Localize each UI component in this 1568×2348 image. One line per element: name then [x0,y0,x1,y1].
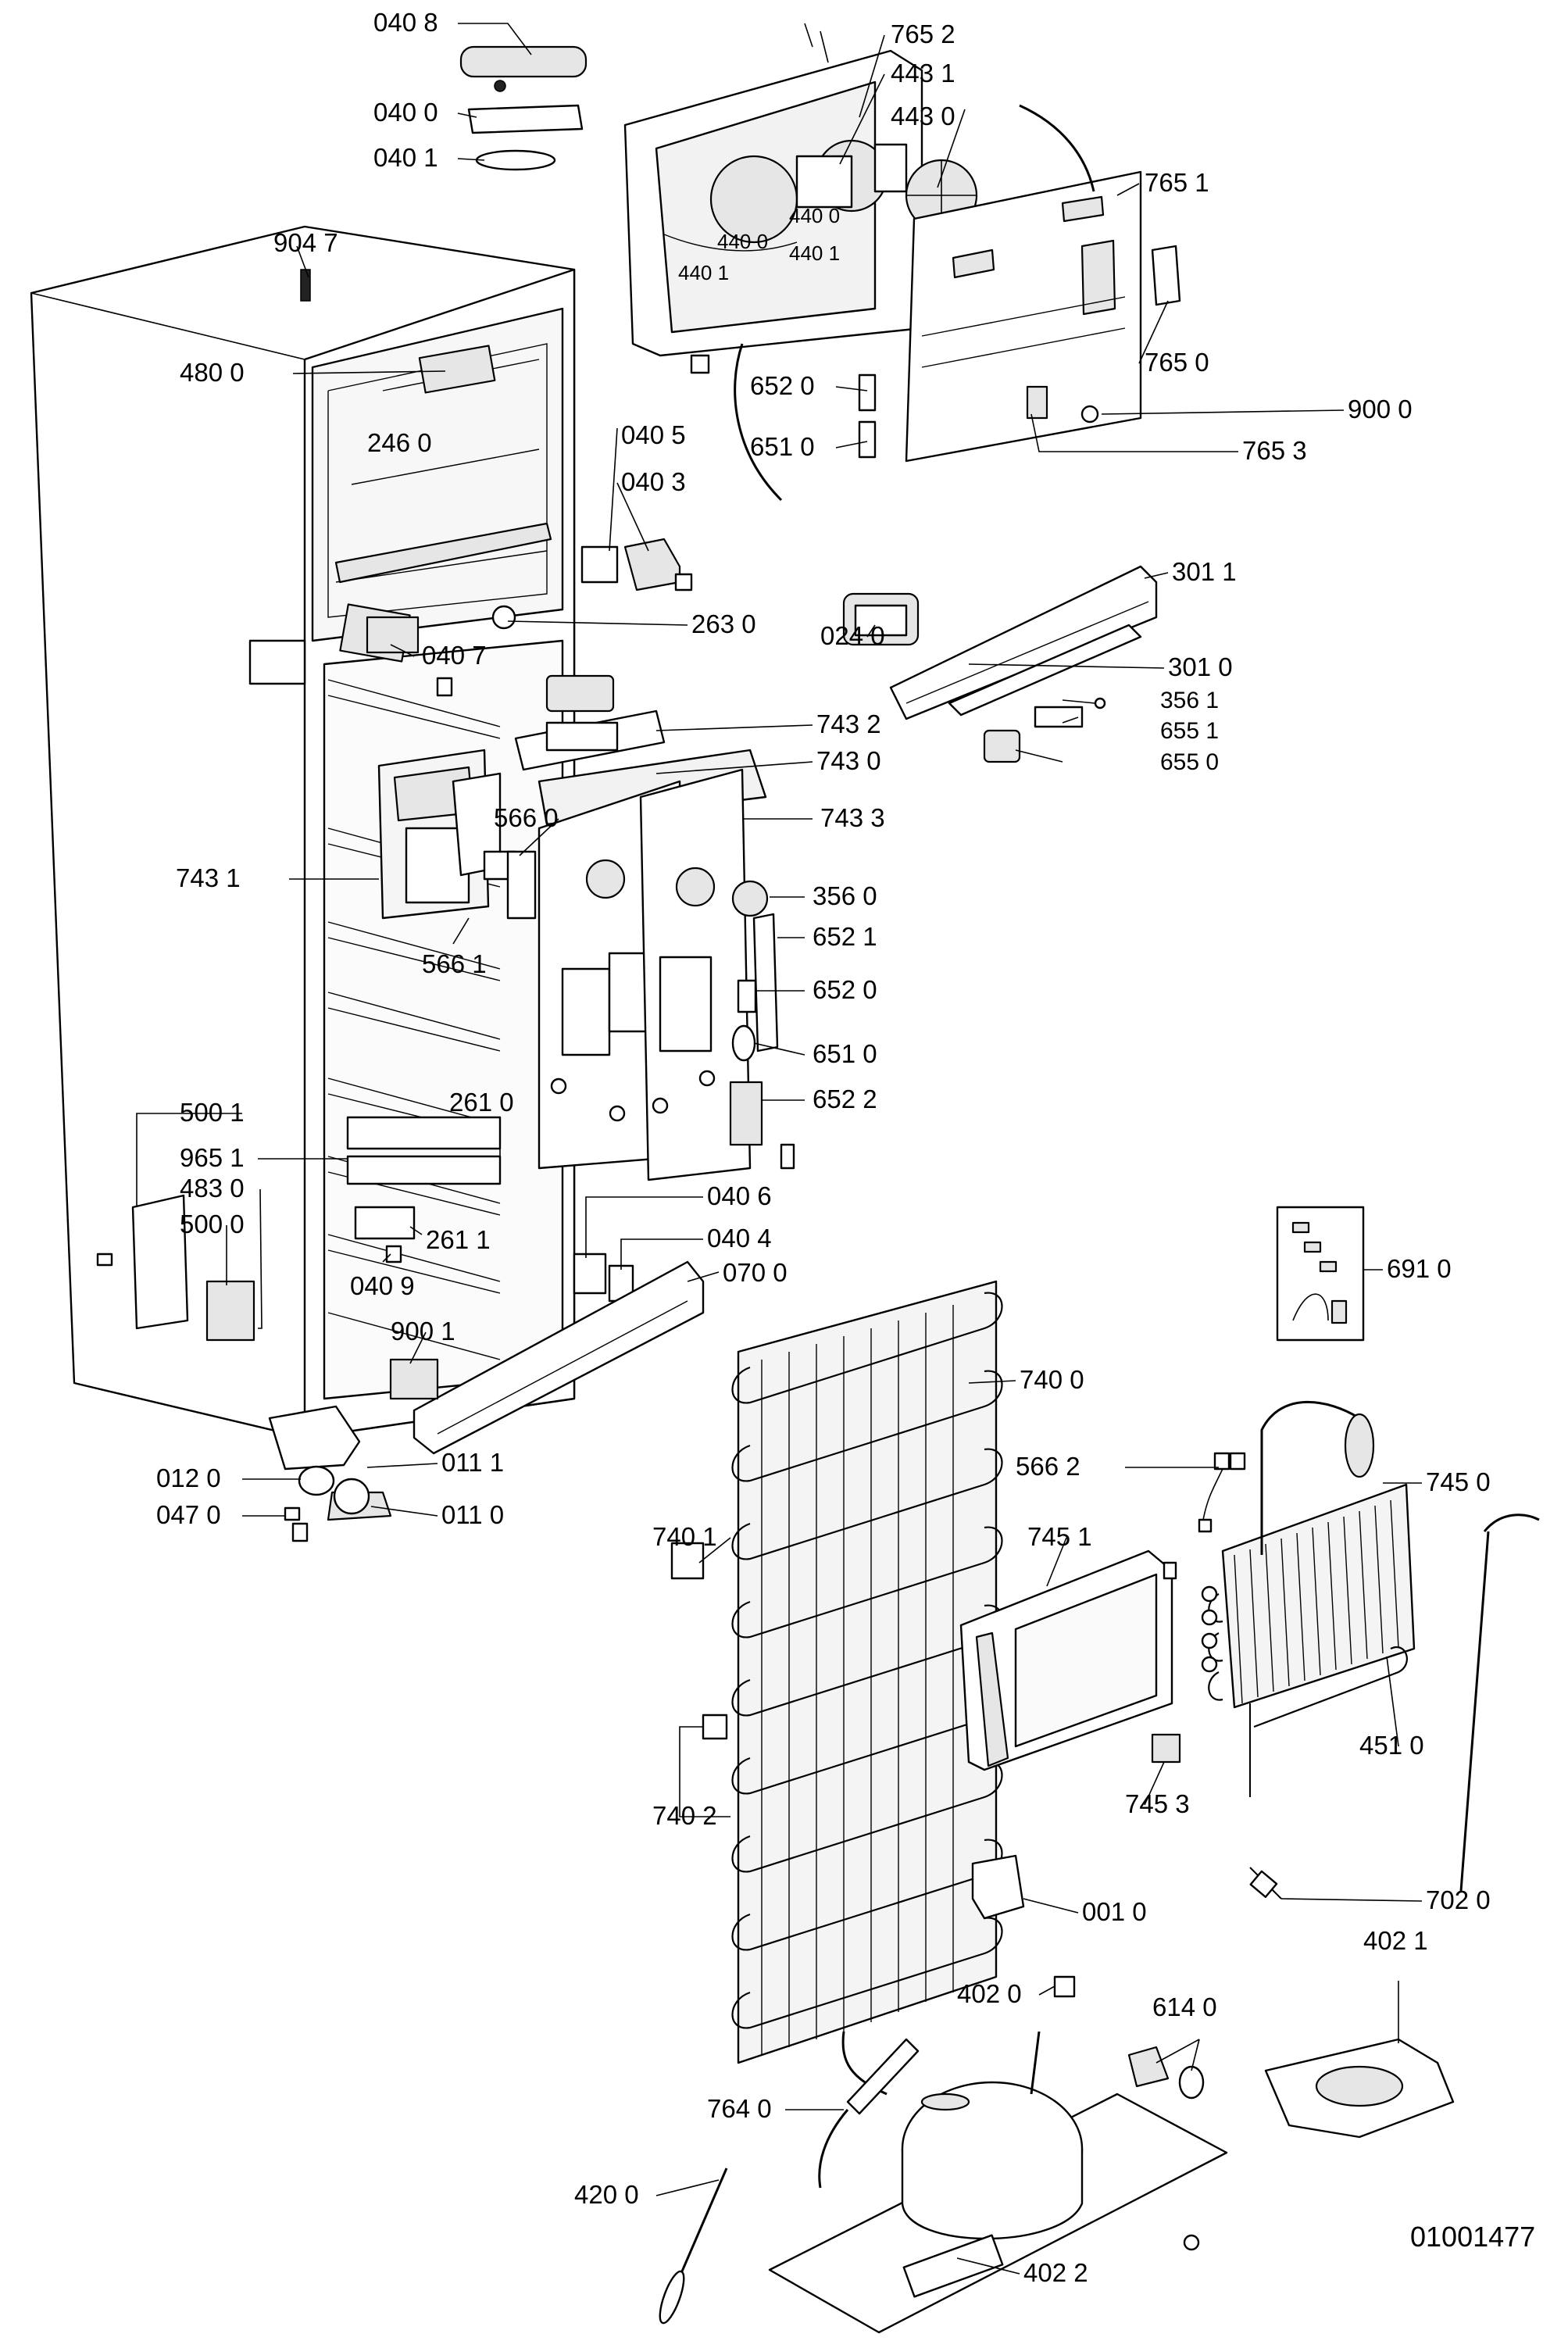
part-label: 440 1 [789,241,840,265]
part-label: 566 2 [1016,1452,1080,1481]
condenser-coil [670,1280,1003,2064]
part-label: 743 3 [820,803,885,832]
fan-cover-assembly [623,23,1181,502]
part-label: 402 1 [1363,1926,1428,1955]
small-parts-kit [1276,1206,1365,1342]
part-label: 261 0 [449,1088,514,1117]
part-label: 655 1 [1160,718,1219,744]
part-label: 652 2 [813,1085,877,1113]
part-label: 965 1 [180,1143,245,1172]
part-label: 040 1 [373,143,438,172]
part-label: 652 0 [750,371,815,400]
part-label: 745 1 [1027,1522,1092,1551]
control-panel-assembly [377,674,795,1181]
part-label: 040 6 [707,1181,772,1210]
part-label: 765 1 [1145,168,1209,197]
part-label: 356 0 [813,881,877,910]
part-label: 263 0 [691,609,756,638]
part-label: 440 0 [717,230,768,253]
thermostat-housing [842,565,1158,763]
leader-lines [136,23,1423,2275]
part-label: 740 2 [652,1801,717,1830]
part-label: 012 0 [156,1463,221,1492]
part-label: 070 0 [723,1258,788,1287]
part-label: 900 0 [1348,395,1413,423]
part-label: 443 0 [891,102,955,130]
part-label: 420 0 [574,2180,639,2209]
part-label: 652 0 [813,975,877,1004]
part-label: 261 1 [426,1225,491,1254]
part-label: 743 1 [176,863,241,892]
part-label: 402 0 [957,1979,1022,2008]
right-side-parts [971,1514,1540,2139]
part-label: 765 2 [891,20,955,48]
part-label: 440 1 [678,261,729,284]
part-label: 040 4 [707,1224,772,1253]
part-label: 566 1 [422,949,487,978]
part-label: 651 0 [750,432,815,461]
part-label: 301 0 [1168,652,1233,681]
part-label: 451 0 [1359,1731,1424,1760]
part-labels: 040 8 040 0 040 1 765 2 443 1 443 0 440 … [156,8,1535,2287]
top-hinge-parts [300,45,588,302]
part-label: 651 0 [813,1039,877,1068]
part-label: 904 7 [273,228,338,257]
plinth-and-hinge [268,1253,705,1542]
lower-cabinet-parts [96,1116,502,1342]
part-label: 011 0 [441,1500,504,1529]
part-label: 040 9 [350,1271,415,1300]
part-label: 500 0 [180,1210,245,1238]
part-label: 443 1 [891,59,955,88]
part-label: 765 0 [1145,348,1209,377]
part-label: 764 0 [707,2094,772,2123]
part-label: 743 2 [816,709,881,738]
part-label: 614 0 [1152,1992,1217,2021]
document-number: 01001477 [1410,2221,1535,2253]
compressor-assembly [659,1975,1228,2334]
part-label: 745 3 [1125,1789,1190,1818]
part-label: 047 0 [156,1500,221,1529]
part-label: 040 0 [373,98,438,127]
part-label: 301 1 [1172,557,1237,586]
part-label: 440 0 [789,204,840,227]
part-label: 500 1 [180,1098,245,1127]
part-label: 655 0 [1160,749,1219,775]
part-label: 566 0 [494,803,559,832]
part-label: 743 0 [816,746,881,775]
part-label: 402 2 [1023,2258,1088,2287]
part-label: 765 3 [1242,436,1307,465]
part-label: 900 1 [391,1317,455,1346]
part-label: 040 5 [621,420,686,449]
part-label: 702 0 [1426,1885,1491,1914]
part-label: 745 0 [1426,1467,1491,1496]
part-label: 740 1 [652,1522,717,1551]
part-label: 040 7 [422,641,487,670]
part-label: 691 0 [1387,1254,1452,1283]
part-label: 040 3 [621,467,686,496]
part-label: 652 1 [813,922,877,951]
part-label: 356 1 [1160,688,1219,713]
part-label: 480 0 [180,358,245,387]
part-label: 483 0 [180,1174,245,1203]
part-label: 011 1 [441,1448,504,1477]
evaporator-tray [959,1549,1181,1771]
part-label: 040 8 [373,8,438,37]
part-label: 001 0 [1082,1897,1147,1926]
part-label: 246 0 [367,428,432,457]
evaporator-assembly [1198,1400,1416,1797]
switch-parts [366,538,693,654]
part-label: 024 0 [820,621,885,650]
part-label: 740 0 [1020,1365,1084,1394]
